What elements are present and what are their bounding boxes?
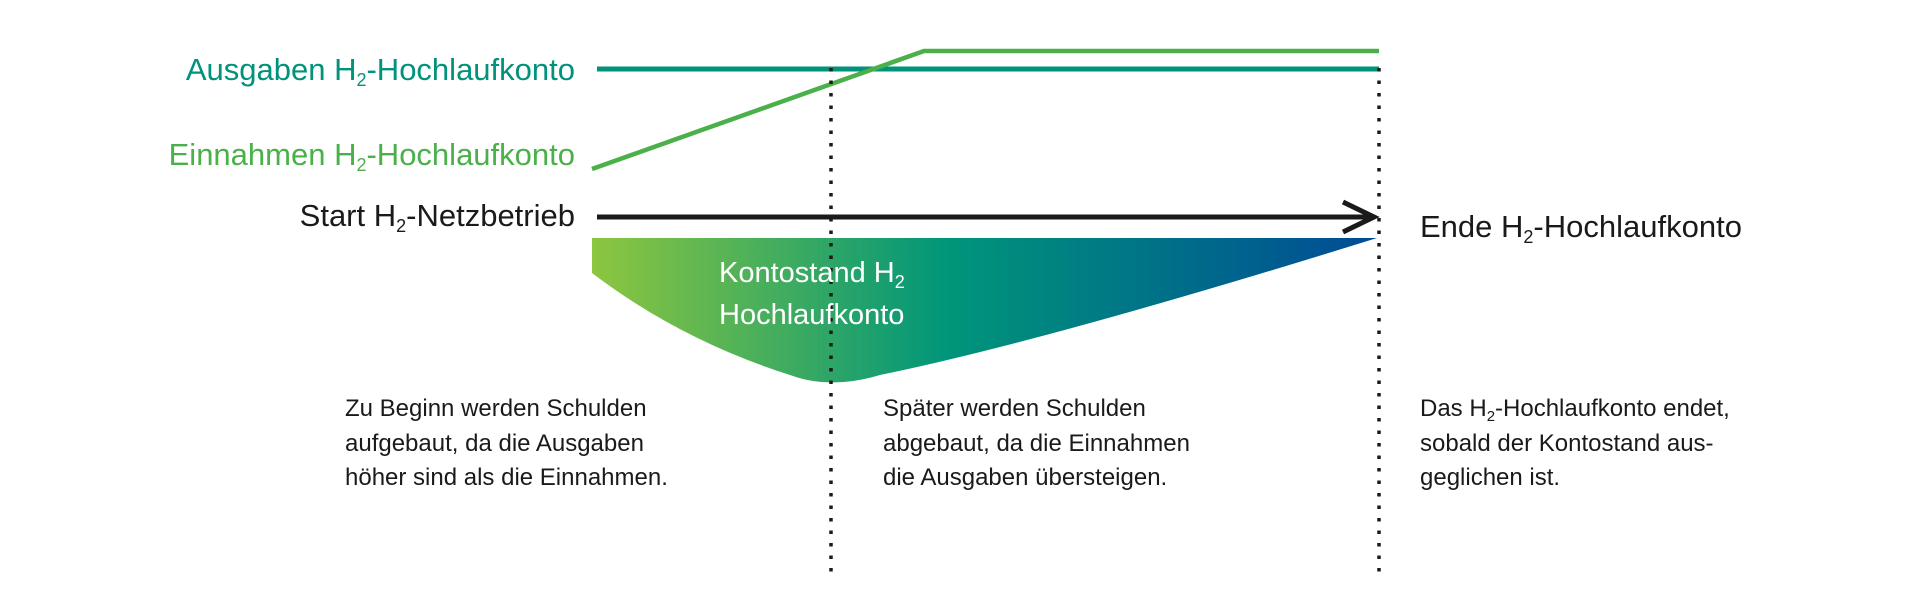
arrow-head-icon xyxy=(1341,199,1380,235)
kontostand-area xyxy=(592,238,1377,383)
ende-label: Ende H2-Hochlaufkonto xyxy=(1420,209,1742,247)
note-phase-3: Das H2-Hochlaufkonto endet, sobald der K… xyxy=(1420,395,1730,491)
kontostand-label: Kontostand H2 Hochlaufkonto xyxy=(719,257,905,331)
ausgaben-label: Ausgaben H2-Hochlaufkonto xyxy=(185,52,575,90)
einnahmen-label: Einnahmen H2-Hochlaufkonto xyxy=(168,137,575,175)
einnahmen-line xyxy=(591,48,1379,172)
start-label: Start H2-Netzbetrieb xyxy=(299,198,575,236)
